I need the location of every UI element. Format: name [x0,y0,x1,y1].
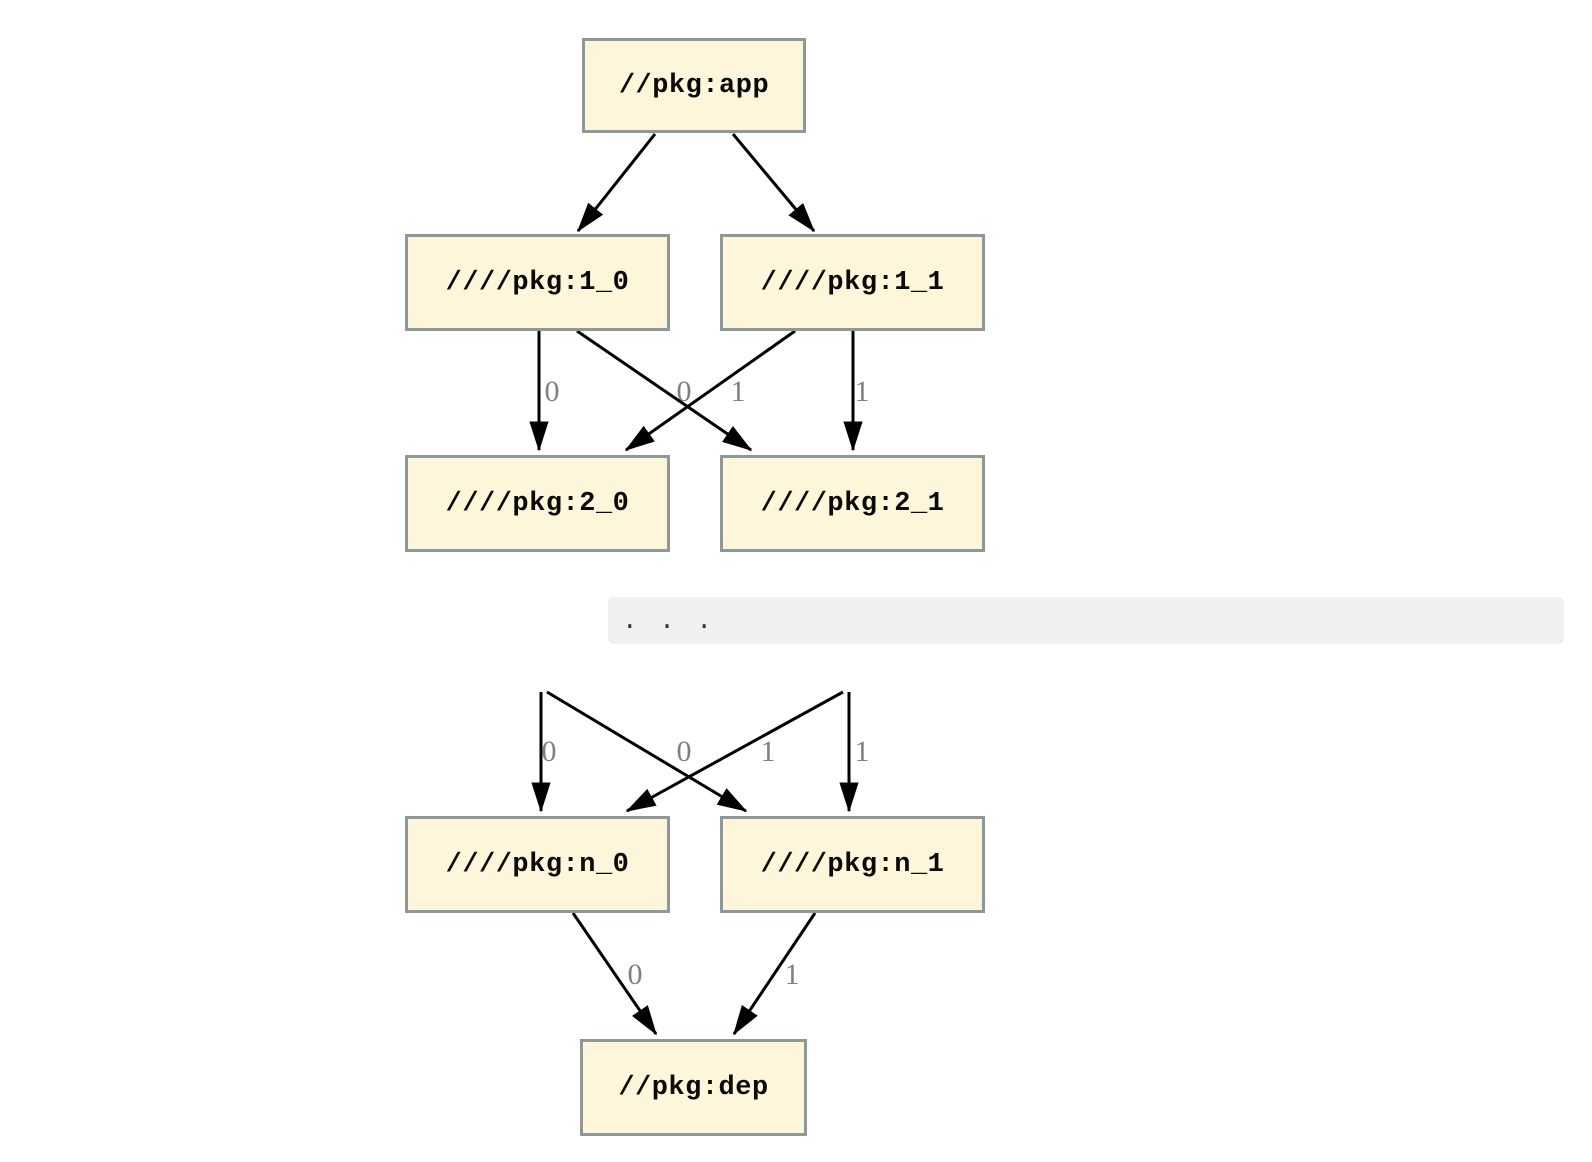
edge-label-1_1-to-2_0: 0 [676,375,692,408]
edge-app-to-1_0 [576,133,657,233]
edge-1_0-to-2_1 [576,329,753,452]
node-pkg-app-label: //pkg:app [618,70,770,101]
edge-label-elided-to-n_0-vertical: 0 [541,735,557,768]
edge-1_1-to-2_0 [624,329,796,452]
node-pkg-dep: //pkg:dep [580,1039,807,1136]
node-pkg-2_0-label: ////pkg:2_0 [445,488,630,519]
node-pkg-n_1: ////pkg:n_1 [720,816,985,913]
node-pkg-1_0: ////pkg:1_0 [405,234,670,331]
node-pkg-app: //pkg:app [582,38,806,133]
node-pkg-1_1-label: ////pkg:1_1 [760,267,945,298]
elided-section-bar: . . . [608,597,1564,644]
edge-n_0-to-dep [571,912,658,1036]
node-pkg-n_0: ////pkg:n_0 [405,816,670,913]
node-pkg-2_1-label: ////pkg:2_1 [760,488,945,519]
node-pkg-dep-label: //pkg:dep [618,1072,769,1103]
node-pkg-1_1: ////pkg:1_1 [720,234,985,331]
edge-label-1_0-to-2_1: 1 [730,375,746,408]
node-pkg-2_0: ////pkg:2_0 [405,455,670,552]
edge-label-elided-to-n_1-diagonal: 1 [760,735,776,768]
node-pkg-1_0-label: ////pkg:1_0 [445,267,630,298]
edge-elided-to-n_0-diagonal [625,690,844,813]
node-pkg-n_1-label: ////pkg:n_1 [760,849,945,880]
edge-label-n_1-to-dep: 1 [784,958,800,991]
edge-label-elided-to-n_1-vertical: 1 [854,735,870,768]
node-pkg-n_0-label: ////pkg:n_0 [445,849,630,880]
edge-label-elided-to-n_0-diagonal: 0 [676,735,692,768]
ellipsis-text: . . . [622,605,713,636]
node-pkg-2_1: ////pkg:2_1 [720,455,985,552]
edge-elided-to-n_1-diagonal [546,690,748,813]
edge-label-1_1-to-2_1: 1 [854,375,870,408]
edge-label-n_0-to-dep: 0 [627,958,643,991]
edge-app-to-1_1 [731,133,816,233]
edge-label-1_0-to-2_0: 0 [544,375,560,408]
edge-n_1-to-dep [732,912,817,1036]
